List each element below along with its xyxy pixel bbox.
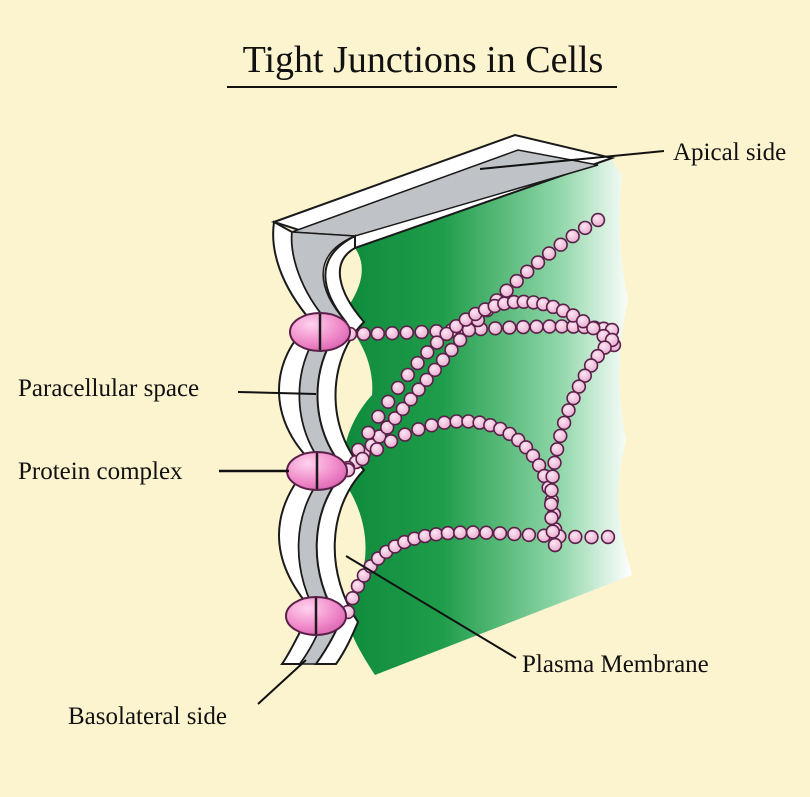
protein-bead	[385, 326, 400, 341]
protein-complex-middle	[286, 451, 348, 491]
protein-bead	[499, 283, 514, 298]
protein-bead	[380, 420, 395, 435]
protein-bead	[403, 392, 418, 407]
plasma-membrane-label: Plasma Membrane	[522, 651, 709, 678]
protein-bead	[370, 326, 385, 341]
diagram-title: Tight Junctions in Cells	[243, 39, 604, 81]
protein-bead	[449, 319, 464, 334]
protein-bead	[547, 455, 562, 470]
protein-bead	[600, 529, 616, 545]
protein-bead	[566, 391, 581, 406]
protein-bead	[583, 358, 599, 373]
protein-bead	[509, 273, 524, 289]
protein-bead	[440, 525, 456, 541]
protein-bead	[400, 367, 415, 383]
protein-bead	[530, 255, 546, 270]
basolateral-side-label: Basolateral side	[68, 703, 227, 730]
protein-bead	[529, 319, 544, 334]
plasma-leader	[345, 555, 517, 659]
protein-bead	[345, 590, 360, 606]
protein-bead	[584, 529, 599, 545]
protein-bead	[437, 415, 452, 430]
protein-bead	[465, 525, 481, 540]
protein-bead	[369, 442, 385, 457]
protein-bead	[577, 368, 592, 383]
protein-bead	[371, 409, 386, 424]
protein-bead	[387, 411, 403, 426]
protein-bead	[545, 524, 560, 539]
protein-bead	[361, 425, 376, 440]
protein-bead	[479, 525, 494, 540]
protein-bead	[429, 527, 444, 542]
protein-bead	[565, 229, 580, 244]
protein-bead	[355, 451, 370, 467]
protein-bead	[515, 319, 531, 335]
protein-bead	[414, 324, 429, 340]
protein-bead	[553, 237, 568, 252]
protein-bead	[453, 525, 468, 540]
right-membrane	[314, 234, 366, 665]
protein-bead	[488, 321, 503, 336]
protein-bead	[399, 325, 414, 340]
protein-bead	[435, 352, 451, 368]
protein-bead	[519, 264, 535, 279]
protein-bead	[544, 483, 559, 498]
protein-bead	[502, 320, 517, 335]
protein-complex-top	[289, 312, 351, 352]
protein-bead	[543, 497, 559, 512]
protein-bead	[521, 527, 537, 543]
protein-bead	[507, 526, 522, 542]
protein-bead	[553, 428, 568, 444]
protein-bead	[577, 220, 593, 236]
protein-bead	[420, 345, 435, 360]
protein-bead	[410, 355, 425, 371]
protein-bead	[424, 418, 439, 433]
protein-bead	[452, 332, 468, 348]
protein-bead	[444, 342, 459, 358]
protein-bead	[571, 379, 587, 394]
protein-bead	[586, 321, 601, 336]
protein-bead	[427, 362, 442, 378]
protein-bead	[381, 394, 396, 409]
protein-bead	[545, 469, 560, 484]
protein-bead	[356, 326, 371, 342]
protein-bead	[541, 246, 557, 261]
protein-bead	[395, 401, 410, 417]
protein-bead	[544, 510, 559, 526]
protein-bead	[439, 326, 454, 342]
protein-complex-label: Protein complex	[18, 458, 183, 485]
protein-bead	[419, 372, 434, 387]
protein-bead	[383, 434, 399, 449]
protein-bead	[547, 537, 563, 553]
apical-side-label: Apical side	[673, 139, 786, 166]
protein-bead	[429, 335, 445, 350]
protein-bead	[390, 380, 406, 395]
protein-bead	[590, 212, 606, 228]
protein-bead	[449, 414, 464, 429]
protein-bead	[561, 403, 576, 418]
protein-bead	[549, 442, 565, 457]
apical-leader	[479, 150, 665, 170]
protein-bead	[397, 427, 413, 442]
protein-bead	[556, 415, 572, 431]
protein-complex-bottom	[285, 596, 347, 636]
paracellular-space-label: Paracellular space	[18, 375, 199, 402]
protein-bead	[575, 314, 591, 329]
protein-bead	[492, 526, 508, 541]
protein-bead	[411, 422, 426, 437]
basolateral-leader	[257, 659, 307, 705]
protein-bead	[350, 578, 366, 594]
protein-bead	[542, 319, 557, 334]
protein-bead	[568, 529, 583, 545]
protein-bead	[411, 382, 426, 397]
paracellular-leader	[237, 391, 317, 395]
